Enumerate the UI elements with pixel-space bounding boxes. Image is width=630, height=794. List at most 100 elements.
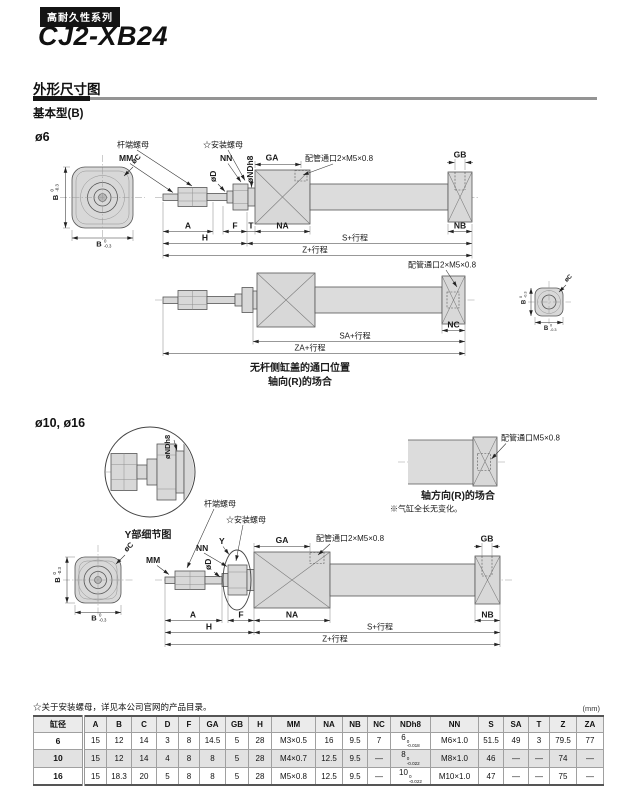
dim-label-b-bottom: B <box>96 240 102 249</box>
dim-label-b-left: B <box>522 299 528 304</box>
col-header: S <box>478 715 504 733</box>
label-mounting-nut: ☆安装螺母 <box>226 515 266 525</box>
dim-label-ondh8: øNDh8 <box>163 435 172 459</box>
table-footnote: ☆关于安装螺母，详见本公司官网的产品目录。 <box>33 702 212 712</box>
dim-label-z-stroke: Z+行程 <box>322 634 348 644</box>
axial-port <box>446 291 460 309</box>
cell: M3×0.5 <box>271 731 316 751</box>
cell: 8 <box>178 766 200 786</box>
cell: — <box>367 766 391 786</box>
label-mounting-nut: ☆安装螺母 <box>203 140 243 150</box>
col-header: A <box>83 715 107 733</box>
caption-y-detail: Y部细节图 <box>125 528 172 541</box>
cell: 20 <box>131 766 157 786</box>
tolerance-upper: 0 <box>50 189 55 192</box>
cell: 4 <box>156 749 179 768</box>
note-axial: ※气缸全长无变化。 <box>390 504 462 514</box>
cell: 79.5 <box>549 731 577 751</box>
dim-label-s-stroke: S+行程 <box>342 233 368 243</box>
cell: M4×0.7 <box>271 749 316 768</box>
bore-label-10-16: ø10, ø16 <box>35 416 86 430</box>
page-title-model: CJ2-XB24 <box>38 21 169 51</box>
label-piping-port: 配管通口2×M5×0.8 <box>408 260 477 270</box>
cell: — <box>503 749 529 768</box>
dimensions-table: 缸径 A B C D F GA GB H MM NA NB NC NDh8 NN… <box>33 715 604 787</box>
cell: 7 <box>367 731 391 751</box>
cell: 15 <box>83 766 107 786</box>
cylinder-side-view: 杆端螺母 ☆安装螺母 MM NN Y øD GA 配管通口2×M5×0.8 GB <box>146 499 512 647</box>
tolerance-upper: 0 <box>104 239 107 244</box>
col-header: 缸径 <box>33 715 85 733</box>
cell: 75 <box>549 766 577 786</box>
dim-label-f: F <box>238 610 243 620</box>
dim-label-a: A <box>185 221 191 231</box>
cell: 12.5 <box>315 766 343 786</box>
tolerance-lower: -0.3 <box>550 328 557 332</box>
drawing-bore6-basic: B 0 -0.3 B 0 -0.3 øC <box>50 140 478 259</box>
section-rule <box>33 96 597 102</box>
dim-label-od: øD <box>208 171 218 182</box>
dim-label-gb: GB <box>454 150 467 160</box>
gb-thread-port <box>481 556 493 577</box>
cell: 8 <box>178 731 200 751</box>
tolerance-upper: 0 <box>550 324 552 328</box>
col-header: NB <box>342 715 368 733</box>
cell: 12.5 <box>315 749 343 768</box>
dim-label-sa-stroke: SA+行程 <box>339 331 370 341</box>
cell-bore: 6 <box>33 731 85 751</box>
col-header: GA <box>199 715 226 733</box>
cell: 12 <box>106 749 132 768</box>
dim-label-gb: GB <box>481 534 494 544</box>
cell: 3 <box>156 731 179 751</box>
caption-rodless-port-1: 无杆侧缸盖的通口位置 <box>249 361 350 374</box>
dim-label-nn: NN <box>196 543 208 553</box>
cell: M10×1.0 <box>430 766 479 786</box>
cell: 5 <box>156 766 179 786</box>
dim-label-nb: NB <box>481 610 493 620</box>
dim-label-mm: MM <box>119 153 133 163</box>
table-unit: (mm) <box>582 704 601 713</box>
cell: — <box>367 749 391 768</box>
col-header: GB <box>225 715 249 733</box>
y-detail-marker <box>222 549 252 611</box>
cell: 14 <box>131 731 157 751</box>
tolerance-upper: 0 <box>519 296 523 298</box>
cell: 77 <box>576 731 604 751</box>
cell: 18.3 <box>106 766 132 786</box>
dim-label-na: NA <box>276 221 288 231</box>
cell-bore: 16 <box>33 766 85 786</box>
dim-label-h: H <box>202 233 208 243</box>
label-piping-port: 配管通口2×M5×0.8 <box>305 153 374 163</box>
drawing-axial-partial: 配管通口M5×0.8 轴方向(R)的场合 ※气缸全长无变化。 <box>390 433 560 514</box>
cell: 49 <box>503 731 529 751</box>
bore-label-6: ø6 <box>35 130 50 144</box>
tolerance-lower: -0.3 <box>99 618 107 623</box>
drawing-bore6-axial: 配管通口2×M5×0.8 NC SA+行程 ZA+行程 无杆侧缸盖的通口位置 轴… <box>155 260 574 388</box>
dim-label-b-bottom: B <box>544 326 549 332</box>
table-row-bore6: 6 15 12 14 3 8 14.5 5 28 M3×0.5 16 9.5 7… <box>33 731 604 751</box>
col-header: D <box>156 715 179 733</box>
cell: — <box>528 766 550 786</box>
col-header: NN <box>430 715 479 733</box>
cell: 14 <box>131 749 157 768</box>
subsection-basic-type: 基本型(B) <box>33 108 84 120</box>
table-header-row: 缸径 A B C D F GA GB H MM NA NB NC NDh8 NN… <box>33 715 604 733</box>
dim-label-ga: GA <box>266 153 279 163</box>
cell: — <box>576 766 604 786</box>
col-header: NA <box>315 715 343 733</box>
tolerance-lower: -0.3 <box>57 566 62 574</box>
cell: M8×1.0 <box>430 749 479 768</box>
gb-thread-port <box>454 172 466 191</box>
cell: 5 <box>225 731 249 751</box>
cell: M5×0.8 <box>271 766 316 786</box>
dim-label-h: H <box>206 622 212 632</box>
col-header: ZA <box>576 715 604 733</box>
dim-label-od: øD <box>203 559 213 570</box>
cell: 14.5 <box>199 731 226 751</box>
col-header: H <box>248 715 272 733</box>
table-row-bore16: 16 15 18.3 20 5 8 8 5 28 M5×0.8 12.5 9.5… <box>33 766 604 786</box>
dim-label-za-stroke: ZA+行程 <box>295 343 326 353</box>
